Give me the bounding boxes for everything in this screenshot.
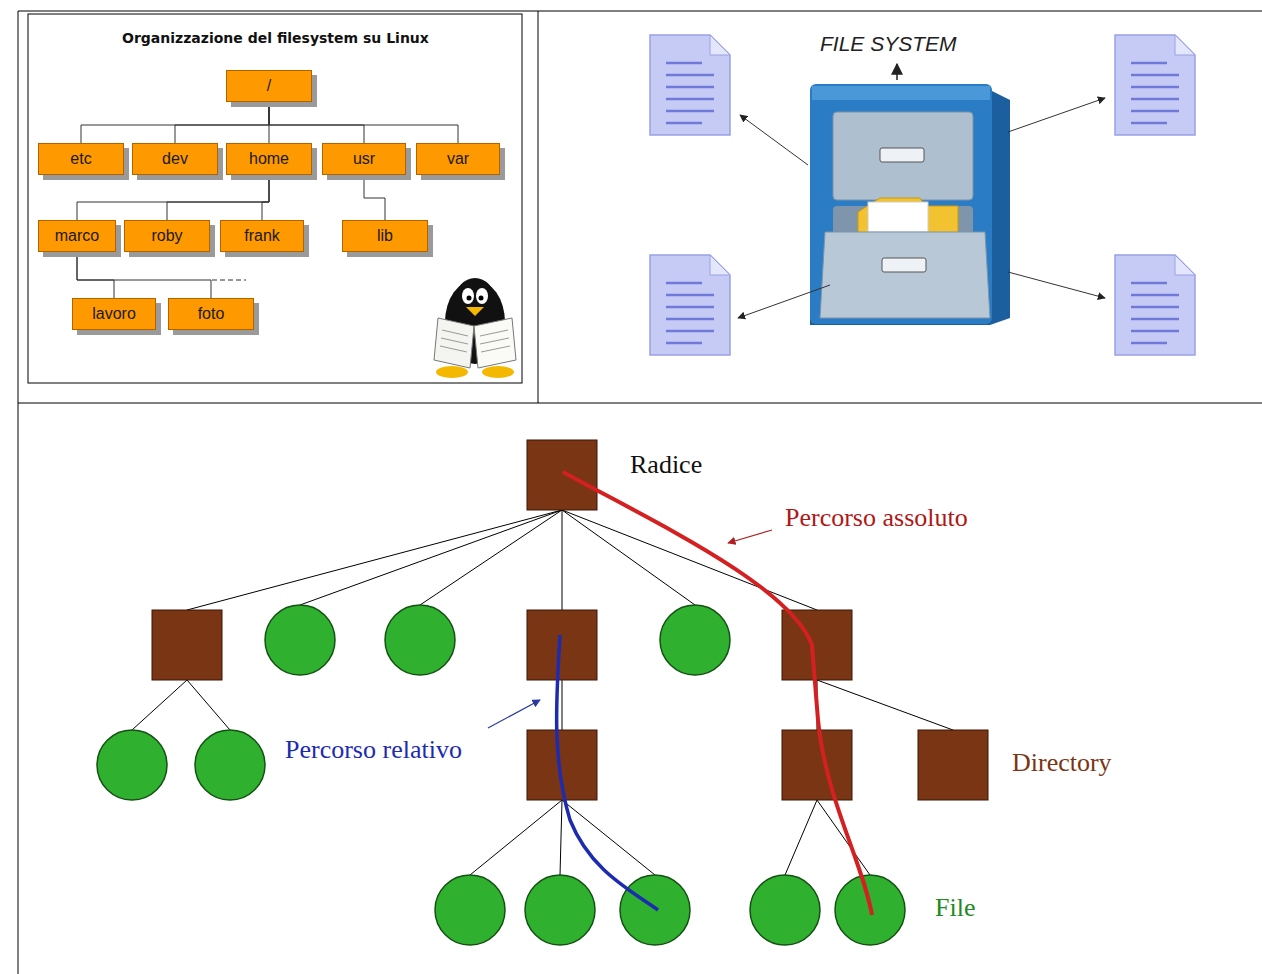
folder-name: frank (244, 227, 280, 245)
tree-connector (269, 102, 458, 143)
leader-arrow (488, 700, 540, 728)
folder-box: var (416, 143, 500, 175)
folder-name: foto (198, 305, 225, 323)
tree-connector (364, 175, 385, 220)
folder-box: etc (38, 143, 124, 175)
folder-box: dev (132, 143, 218, 175)
panel-title: Organizzazione del filesystem su Linux (122, 30, 429, 46)
legend-label: File (935, 893, 975, 923)
dashed-continuation (212, 280, 246, 281)
tree-connector (77, 252, 114, 298)
folder-name: lavoro (92, 305, 136, 323)
folder-box: / (226, 70, 312, 102)
tree-connector (77, 175, 269, 220)
folder-name: dev (162, 150, 188, 168)
document-icon (650, 35, 1195, 355)
folder-name: etc (70, 150, 91, 168)
folder-box: roby (124, 220, 210, 252)
tree-connector (262, 175, 269, 220)
penguin-icon (434, 278, 516, 378)
illustration-caption: FILE SYSTEM (820, 32, 957, 56)
folder-name: home (249, 150, 289, 168)
leader-arrow (728, 530, 772, 543)
table-frame (18, 11, 1262, 974)
arrow (738, 98, 1105, 318)
file-circle (97, 605, 905, 945)
root-label: Radice (630, 450, 702, 480)
folder-box: lib (342, 220, 428, 252)
folder-box: foto (168, 298, 254, 330)
folder-box: marco (38, 220, 116, 252)
tree-connector (81, 102, 269, 143)
tree-line (132, 510, 953, 875)
folder-name: roby (151, 227, 182, 245)
directory-square (152, 440, 988, 800)
absolute-path-curve (563, 472, 872, 915)
tree-connector (167, 175, 269, 220)
folder-box: lavoro (72, 298, 156, 330)
folder-box: frank (220, 220, 304, 252)
folder-name: var (447, 150, 469, 168)
path-label: Percorso assoluto (785, 503, 968, 533)
folder-name: lib (377, 227, 393, 245)
tree-connector (77, 252, 211, 298)
folder-name: / (267, 77, 271, 95)
folder-name: usr (353, 150, 375, 168)
relative-path-curve (557, 635, 658, 910)
legend-label: Directory (1012, 748, 1112, 778)
path-label: Percorso relativo (285, 735, 462, 765)
folder-box: usr (322, 143, 406, 175)
folder-name: marco (55, 227, 99, 245)
file-cabinet-icon (810, 64, 1010, 325)
tree-connector (269, 102, 364, 143)
folder-box: home (226, 143, 312, 175)
tree-connector (175, 102, 269, 143)
